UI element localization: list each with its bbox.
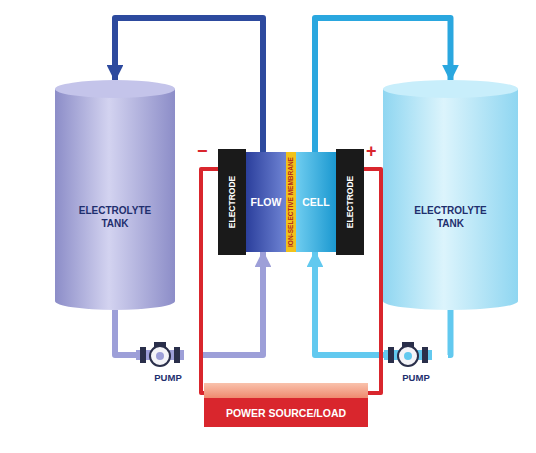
tank-lid: [383, 80, 518, 98]
tank-label: ELECTROLYTE TANK: [72, 204, 158, 230]
pump: PUMP: [384, 341, 448, 387]
pump-body: [150, 346, 170, 366]
membrane-label: ION-SELECTIVE MEMBRANE: [288, 157, 295, 247]
pump-flange: [388, 347, 394, 363]
electrode-plate: ELECTRODE: [218, 149, 246, 255]
pump-label: PUMP: [384, 372, 448, 383]
tank-label: ELECTROLYTE TANK: [408, 204, 494, 230]
pump-flange: [422, 347, 428, 363]
pump-icon: [136, 341, 184, 371]
pump-label: PUMP: [136, 372, 200, 383]
electrode-label: ELECTRODE: [346, 176, 355, 228]
tank-cylinder: [55, 80, 175, 310]
tank-body: [383, 89, 518, 310]
pump-icon: [384, 341, 432, 371]
power-label: POWER SOURCE/LOAD: [204, 398, 368, 427]
pump-flange: [174, 347, 180, 363]
electric-wire: [364, 169, 381, 393]
cell-label: CELL: [296, 152, 336, 252]
tank-cylinder: [383, 80, 518, 310]
tank-lid: [55, 80, 175, 98]
electrolyte-pipe: [115, 310, 136, 355]
electrolyte-pipe: [315, 252, 384, 355]
electrolyte-pipe: [448, 310, 451, 355]
electrode-label: ELECTRODE: [228, 176, 237, 228]
pump-flange: [140, 347, 146, 363]
pump-rotor: [156, 352, 164, 360]
cell-label: FLOW: [246, 152, 286, 252]
pump-body: [398, 346, 418, 366]
ion-membrane: ION-SELECTIVE MEMBRANE: [286, 152, 296, 252]
pump-motor: [402, 342, 414, 347]
pump: PUMP: [136, 341, 200, 387]
electrolyte-tank: ELECTROLYTE TANK: [383, 80, 518, 310]
electrolyte-tank: ELECTROLYTE TANK: [55, 80, 175, 310]
tank-body: [55, 89, 175, 310]
electric-wire: [201, 169, 218, 393]
flow-cell: FLOWCELL ELECTRODE ION-SELECTIVE MEMBRANE E…: [218, 152, 364, 252]
pump-rotor: [404, 352, 412, 360]
pump-motor: [154, 342, 166, 347]
minus-sign: −: [197, 142, 208, 160]
power-box-top: [204, 383, 368, 398]
electrolyte-pipe: [200, 252, 263, 355]
plus-sign: +: [366, 142, 377, 160]
power-source-box: POWER SOURCE/LOAD: [204, 383, 368, 427]
electrode-plate: ELECTRODE: [336, 149, 364, 255]
